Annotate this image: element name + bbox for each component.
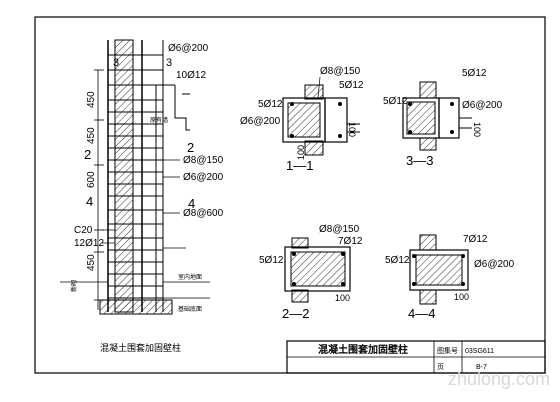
title-block-page-no: B-7 — [476, 364, 487, 371]
foundation — [99, 299, 173, 315]
s44-label: 4—4 — [408, 306, 435, 321]
existing-wall — [114, 39, 134, 313]
s33-tie: Ø6@200 — [462, 100, 503, 111]
dim-600: 600 — [86, 171, 97, 188]
note-indoor-floor: 室内地面 — [178, 273, 202, 281]
section-2-2: Ø8@150 7Ø12 5Ø12 100 2—2 — [259, 224, 363, 321]
elevation-caption: 混凝土围套加固壁柱 — [100, 342, 181, 353]
label-bottom-bars: 12Ø12 — [74, 238, 104, 249]
label-stirrup-b: Ø6@200 — [183, 172, 224, 183]
label-top-stirrup: Ø6@200 — [168, 43, 209, 54]
s22-left-bars: 5Ø12 — [259, 255, 284, 266]
s11-tie: Ø6@200 — [240, 116, 281, 127]
s11-top-bars: 5Ø12 — [339, 80, 364, 91]
title-block: 混凝土围套加固壁柱 图集号 03SG611 页 B-7 — [286, 340, 546, 374]
section-3-3: 100 5Ø12 5Ø12 Ø6@200 3—3 — [383, 68, 503, 168]
stirrup-lines — [108, 54, 175, 299]
section-4-4: 7Ø12 5Ø12 Ø6@200 100 4—4 — [385, 234, 515, 321]
section-mark-4-right: 4 — [188, 196, 195, 211]
section-mark-4-left: 4 — [86, 194, 93, 209]
s33-top-bars: 5Ø12 — [462, 68, 487, 79]
s22-dim: 100 — [335, 293, 350, 303]
label-c20: C20 — [74, 225, 93, 236]
s44-left-bars: 5Ø12 — [385, 255, 410, 266]
s22-stirrup: Ø8@150 — [319, 224, 360, 235]
title-block-page-label: 页 — [437, 363, 444, 371]
dim-450-top: 450 — [86, 91, 97, 108]
s22-label: 2—2 — [282, 306, 309, 321]
label-stirrup-c: Ø8@600 — [183, 208, 224, 219]
s44-tie: Ø6@200 — [474, 259, 515, 270]
section-mark-3-left: 3 — [113, 57, 119, 69]
note-foundation: 基础底面 — [178, 305, 202, 313]
s33-dim: 100 — [472, 122, 482, 137]
section-1-1: 100 100 Ø8@150 5Ø12 5Ø12 Ø6@200 1—1 — [240, 66, 364, 173]
label-top-bars: 10Ø12 — [176, 70, 206, 81]
watermark: zhulong.com — [448, 369, 550, 389]
s44-top-bars: 7Ø12 — [463, 234, 488, 245]
label-stirrup-a: Ø8@150 — [183, 155, 224, 166]
section-mark-3-right: 3 — [166, 57, 172, 69]
section-mark-2-right: 2 — [187, 140, 194, 155]
s11-dim: 100 — [296, 145, 306, 160]
s11-label: 1—1 — [286, 158, 313, 173]
elevation-view: 450 450 600 450 3 3 2 2 4 4 Ø6@200 10Ø12… — [60, 39, 224, 353]
title-block-atlas-no: 03SG611 — [465, 348, 494, 355]
note-existing-wall: 原有墙 — [150, 116, 168, 124]
s11-dim-right: 100 — [347, 122, 357, 137]
s33-left-bars: 5Ø12 — [383, 96, 408, 107]
s44-dim: 100 — [454, 292, 469, 302]
dim-450-mid: 450 — [86, 127, 97, 144]
section-mark-2-left: 2 — [84, 147, 91, 162]
title-block-title: 混凝土围套加固壁柱 — [318, 343, 408, 356]
s11-left-bars: 5Ø12 — [258, 99, 283, 110]
s33-label: 3—3 — [406, 153, 433, 168]
title-block-atlas-label: 图集号 — [437, 346, 458, 355]
side-note-left: 新砌 — [70, 280, 78, 292]
s11-stirrup: Ø8@150 — [320, 66, 361, 77]
dim-450-bottom: 450 — [86, 254, 97, 271]
s22-top-bars: 7Ø12 — [338, 236, 363, 247]
